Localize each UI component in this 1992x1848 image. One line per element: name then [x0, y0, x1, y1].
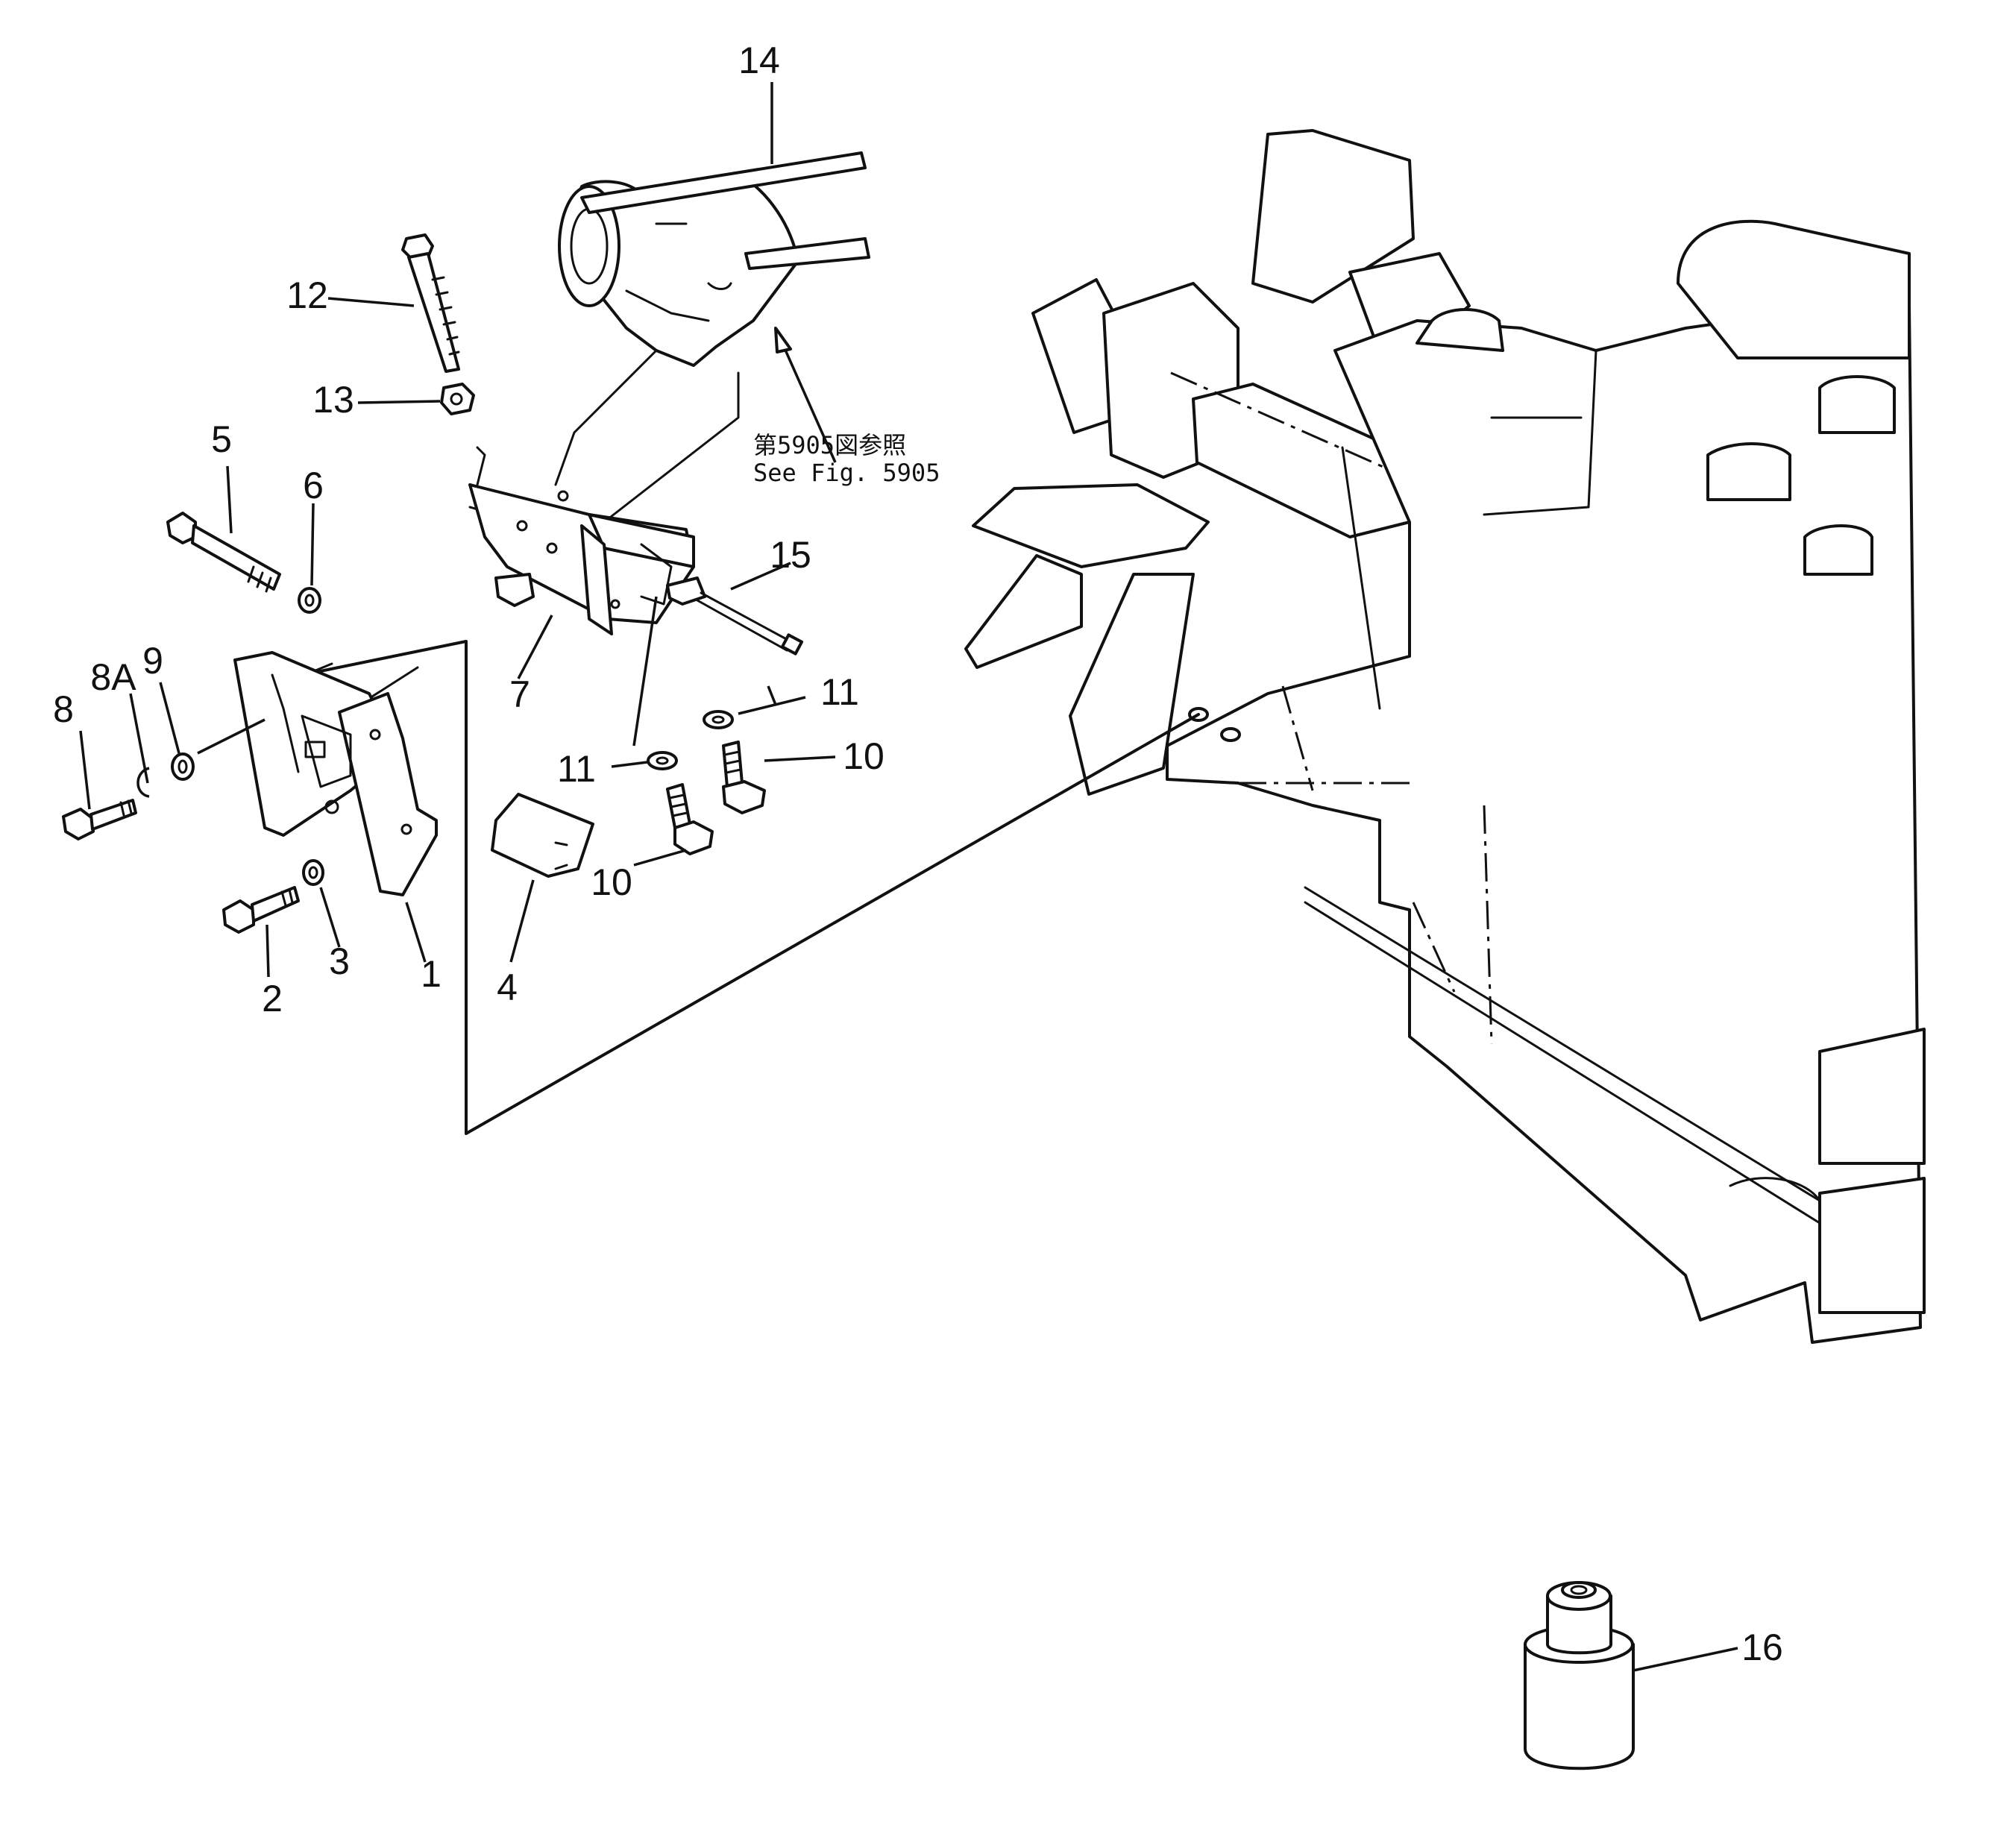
- bolt-2: [222, 886, 300, 934]
- callout-2: 2: [262, 978, 283, 1019]
- callout-1: 1: [421, 953, 442, 995]
- callout-11b: 11: [557, 748, 596, 790]
- callout-10b: 10: [591, 861, 632, 903]
- washer-3: [302, 859, 324, 886]
- callout-6: 6: [303, 465, 324, 506]
- plate-4: [491, 793, 594, 878]
- callout-8a: 8A: [90, 656, 136, 698]
- reference-note-jp: 第5905図参照: [753, 431, 906, 459]
- callout-14: 14: [738, 40, 780, 81]
- callout-4: 4: [497, 967, 518, 1008]
- callout-13: 13: [312, 379, 354, 421]
- washer-6: [298, 587, 321, 614]
- callout-8: 8: [53, 688, 74, 730]
- bolt-5: [166, 512, 281, 593]
- bolt-12: [401, 233, 460, 373]
- alternator: [554, 151, 870, 524]
- engine-assembly: [964, 129, 1926, 1344]
- callout-5: 5: [211, 418, 232, 460]
- bolt-10-left: [666, 783, 714, 855]
- reference-note-en: See Fig. 5905: [753, 459, 940, 487]
- leader-lines: [79, 82, 1738, 1672]
- bolt-8: [62, 799, 137, 840]
- callout-16: 16: [1741, 1627, 1783, 1668]
- callout-11a: 11: [820, 671, 859, 713]
- bolt-10-right: [722, 741, 766, 814]
- washer-11-left: [647, 751, 678, 770]
- callout-12: 12: [286, 274, 328, 316]
- callout-7: 7: [509, 673, 530, 715]
- nut-13: [440, 383, 475, 415]
- washer-11-right: [703, 710, 734, 729]
- callout-3: 3: [329, 940, 350, 982]
- bracket-1: [233, 651, 438, 896]
- filter-16: [1524, 1581, 1635, 1770]
- sensor-15: [666, 576, 804, 656]
- callout-9: 9: [142, 640, 163, 682]
- washer-9: [171, 752, 195, 781]
- bracket-7: [468, 446, 695, 635]
- callout-15: 15: [770, 534, 811, 576]
- callout-10a: 10: [843, 735, 885, 777]
- assembly-outline: [301, 640, 1200, 1135]
